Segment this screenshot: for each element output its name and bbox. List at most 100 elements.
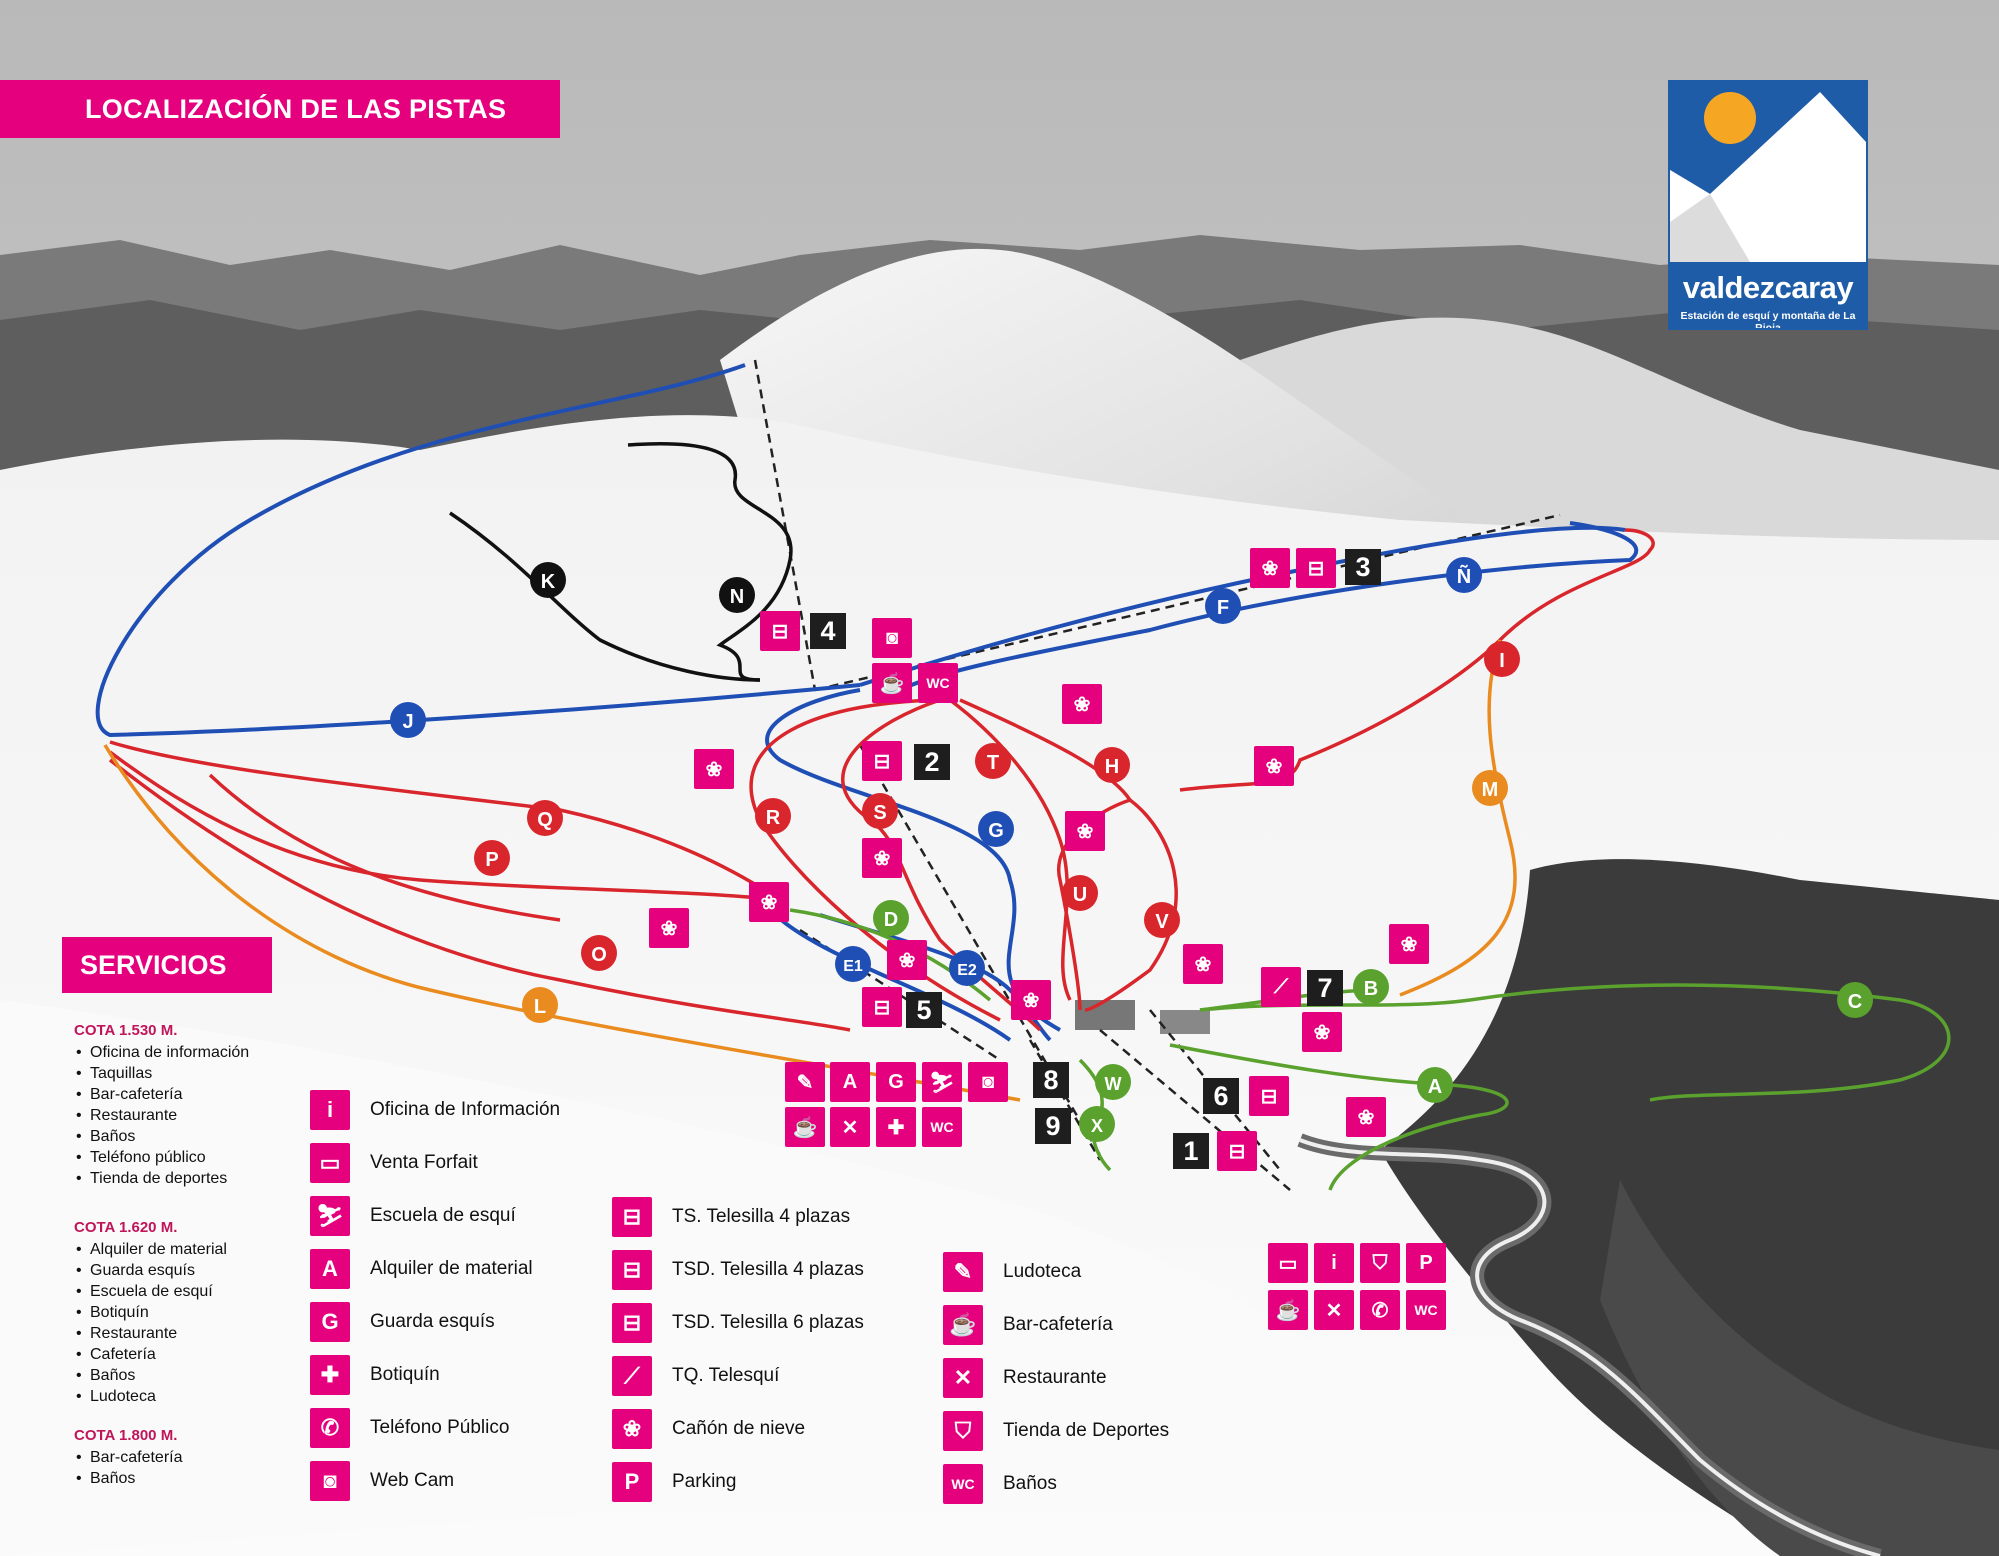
toilets-icon[interactable]: WC (918, 663, 958, 703)
restaurant-icon[interactable]: ✕ (830, 1107, 870, 1147)
phone-icon: ✆ (310, 1408, 350, 1448)
piste-marker-nn[interactable]: Ñ (1446, 557, 1482, 593)
webcam-icon[interactable]: ◙ (968, 1062, 1008, 1102)
piste-marker-d[interactable]: D (873, 900, 909, 936)
cota-1800: COTA 1.800 M. Bar-cafetería Baños (74, 1427, 304, 1489)
legend-chairlift-4d: ⊟TSD. Telesilla 4 plazas (612, 1250, 864, 1290)
chairlift-4-icon: ⊟ (612, 1197, 652, 1237)
chairlift-icon[interactable]: ⊟ (1249, 1076, 1289, 1116)
cota-item: Taquillas (74, 1063, 304, 1084)
kids-room-icon[interactable]: ✎ (785, 1062, 825, 1102)
info-icon[interactable]: i (1314, 1243, 1354, 1283)
piste-marker-w[interactable]: W (1095, 1064, 1131, 1100)
piste-marker-h[interactable]: H (1094, 747, 1130, 783)
toilets-icon[interactable]: WC (1406, 1290, 1446, 1330)
snow-cannon-icon[interactable]: ❀ (1250, 548, 1290, 588)
legend-label: Baños (1003, 1473, 1057, 1494)
snow-cannon-icon[interactable]: ❀ (1389, 924, 1429, 964)
piste-marker-l[interactable]: L (522, 987, 558, 1023)
cafe-icon[interactable]: ☕ (1268, 1290, 1308, 1330)
snow-cannon-icon[interactable]: ❀ (1346, 1097, 1386, 1137)
snow-cannon-icon[interactable]: ❀ (1065, 811, 1105, 851)
rental-icon[interactable]: A (830, 1062, 870, 1102)
tow-lift-icon[interactable]: ⟋ (1261, 967, 1301, 1007)
webcam-icon[interactable]: ◙ (872, 618, 912, 658)
ski-school-icon[interactable]: ⛷ (922, 1062, 962, 1102)
piste-marker-n[interactable]: N (719, 577, 755, 613)
map-title: LOCALIZACIÓN DE LAS PISTAS (0, 80, 560, 138)
phone-icon[interactable]: ✆ (1360, 1290, 1400, 1330)
toilets-icon[interactable]: WC (922, 1107, 962, 1147)
piste-marker-e1[interactable]: E1 (835, 946, 871, 982)
snow-cannon-icon[interactable]: ❀ (887, 940, 927, 980)
legend-shop: ⛉Tienda de Deportes (943, 1411, 1169, 1451)
snow-cannon-icon[interactable]: ❀ (1062, 684, 1102, 724)
cafe-icon[interactable]: ☕ (872, 663, 912, 703)
lift-number-9[interactable]: 9 (1035, 1108, 1071, 1144)
legend-label: Guarda esquís (370, 1311, 495, 1332)
east-ridge (1240, 317, 1999, 560)
piste-marker-k[interactable]: K (530, 562, 566, 598)
piste-marker-c[interactable]: C (1837, 982, 1873, 1018)
tow-lift-icon: ⟋ (612, 1356, 652, 1396)
snow-cannon-icon[interactable]: ❀ (1011, 980, 1051, 1020)
lift-number-5[interactable]: 5 (906, 992, 942, 1028)
piste-marker-g[interactable]: G (978, 811, 1014, 847)
cota-item: Guarda esquís (74, 1260, 304, 1281)
legend-label: Web Cam (370, 1470, 455, 1491)
lift-number-8[interactable]: 8 (1033, 1062, 1069, 1098)
webcam-icon: ◙ (310, 1461, 350, 1501)
svg-text:S: S (873, 802, 886, 824)
piste-marker-i[interactable]: I (1484, 641, 1520, 677)
piste-marker-f[interactable]: F (1205, 588, 1241, 624)
cafe-icon[interactable]: ☕ (785, 1107, 825, 1147)
snow-cannon-icon[interactable]: ❀ (1254, 746, 1294, 786)
piste-marker-t[interactable]: T (975, 743, 1011, 779)
lift-number-4[interactable]: 4 (810, 613, 846, 649)
piste-marker-j[interactable]: J (390, 702, 426, 738)
sports-shop-icon[interactable]: ⛉ (1360, 1243, 1400, 1283)
piste-marker-x[interactable]: X (1079, 1106, 1115, 1142)
cota-item: Botiquín (74, 1302, 304, 1323)
lift-number-2[interactable]: 2 (914, 744, 950, 780)
run-g-path (765, 688, 1061, 1032)
lift-4-line (753, 359, 817, 691)
chairlift-icon[interactable]: ⊟ (862, 741, 902, 781)
chairlift-icon[interactable]: ⊟ (1296, 548, 1336, 588)
piste-marker-e2[interactable]: E2 (949, 950, 985, 986)
lift-number-6[interactable]: 6 (1203, 1078, 1239, 1114)
snow-cannon-icon[interactable]: ❀ (1183, 944, 1223, 984)
piste-marker-q[interactable]: Q (527, 800, 563, 836)
legend-label: Bar-cafetería (1003, 1314, 1113, 1335)
chairlift-icon[interactable]: ⊟ (862, 987, 902, 1027)
snow-cannon-icon[interactable]: ❀ (862, 838, 902, 878)
cota-item: Tienda de deportes (74, 1168, 304, 1189)
lift-number-7[interactable]: 7 (1307, 970, 1343, 1006)
parking-icon[interactable]: P (1406, 1243, 1446, 1283)
piste-marker-p[interactable]: P (474, 840, 510, 876)
restaurant-icon[interactable]: ✕ (1314, 1290, 1354, 1330)
svg-text:H: H (1105, 756, 1119, 778)
lift-number-1[interactable]: 1 (1173, 1133, 1209, 1169)
piste-marker-a[interactable]: A (1417, 1067, 1453, 1103)
chairlift-icon[interactable]: ⊟ (1217, 1131, 1257, 1171)
snow-cannon-icon[interactable]: ❀ (694, 749, 734, 789)
first-aid-icon[interactable]: ✚ (876, 1107, 916, 1147)
piste-marker-v[interactable]: V (1144, 902, 1180, 938)
snow-cannon-icon[interactable]: ❀ (749, 882, 789, 922)
ski-storage-icon[interactable]: G (876, 1062, 916, 1102)
legend-label: TSD. Telesilla 6 plazas (672, 1312, 864, 1333)
lift-number-3[interactable]: 3 (1345, 549, 1381, 585)
cafe-icon: ☕ (943, 1305, 983, 1345)
piste-marker-b[interactable]: B (1353, 969, 1389, 1005)
snow-cannon-icon[interactable]: ❀ (1302, 1012, 1342, 1052)
piste-marker-s[interactable]: S (862, 793, 898, 829)
forfait-icon[interactable]: ▭ (1268, 1243, 1308, 1283)
piste-marker-r[interactable]: R (755, 798, 791, 834)
piste-marker-u[interactable]: U (1062, 875, 1098, 911)
run-v-path (1084, 798, 1178, 1012)
snow-cannon-icon[interactable]: ❀ (649, 908, 689, 948)
piste-marker-o[interactable]: O (581, 935, 617, 971)
chairlift-icon[interactable]: ⊟ (760, 611, 800, 651)
piste-marker-m[interactable]: M (1472, 770, 1508, 806)
